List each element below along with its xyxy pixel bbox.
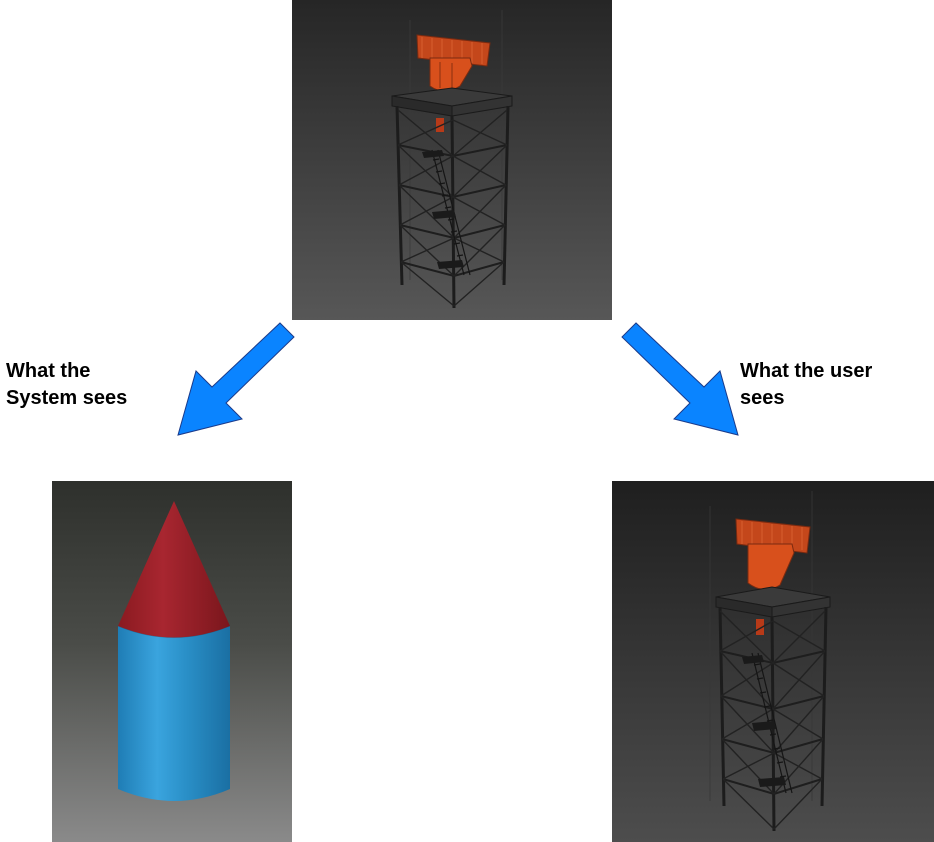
radar-tower-render <box>292 0 612 320</box>
source-render-panel <box>292 0 612 320</box>
system-view-caption: What the System sees <box>6 358 127 412</box>
user-caption-line2: sees <box>740 387 785 409</box>
system-caption-line2: System sees <box>6 387 128 409</box>
cone-cylinder-render <box>52 481 292 842</box>
radar-tower-icon <box>391 10 513 309</box>
cone-cylinder-proxy-icon <box>117 501 231 801</box>
system-view-panel <box>52 481 292 842</box>
arrow-down-left-icon <box>177 322 295 436</box>
arrow-down-right-icon <box>621 322 739 436</box>
user-caption-line1: What the user <box>740 360 873 382</box>
radar-tower-render <box>612 481 934 842</box>
system-caption-line1: What the <box>6 360 91 382</box>
radar-tower-icon <box>709 491 831 832</box>
user-view-panel <box>612 481 934 842</box>
user-view-caption: What the user sees <box>740 358 872 412</box>
